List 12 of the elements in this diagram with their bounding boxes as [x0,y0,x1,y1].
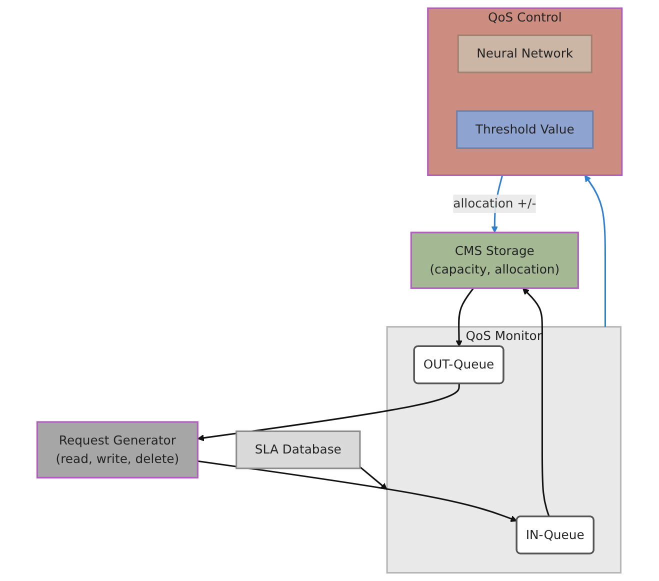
node-box: Threshold Value [456,110,594,149]
node-box: Request Generator (read, write, delete) [36,421,198,478]
arrow [456,288,474,347]
node-box: Neural Network [457,34,592,74]
arrow [359,466,388,490]
arrow [198,460,518,522]
arrow [522,288,550,517]
node-box: SLA Database [236,430,361,470]
node-box: CMS Storage (capacity, allocation) [410,232,579,289]
edge-label: allocation +/- [453,196,536,211]
arrow [584,174,606,327]
arrow [197,384,460,442]
